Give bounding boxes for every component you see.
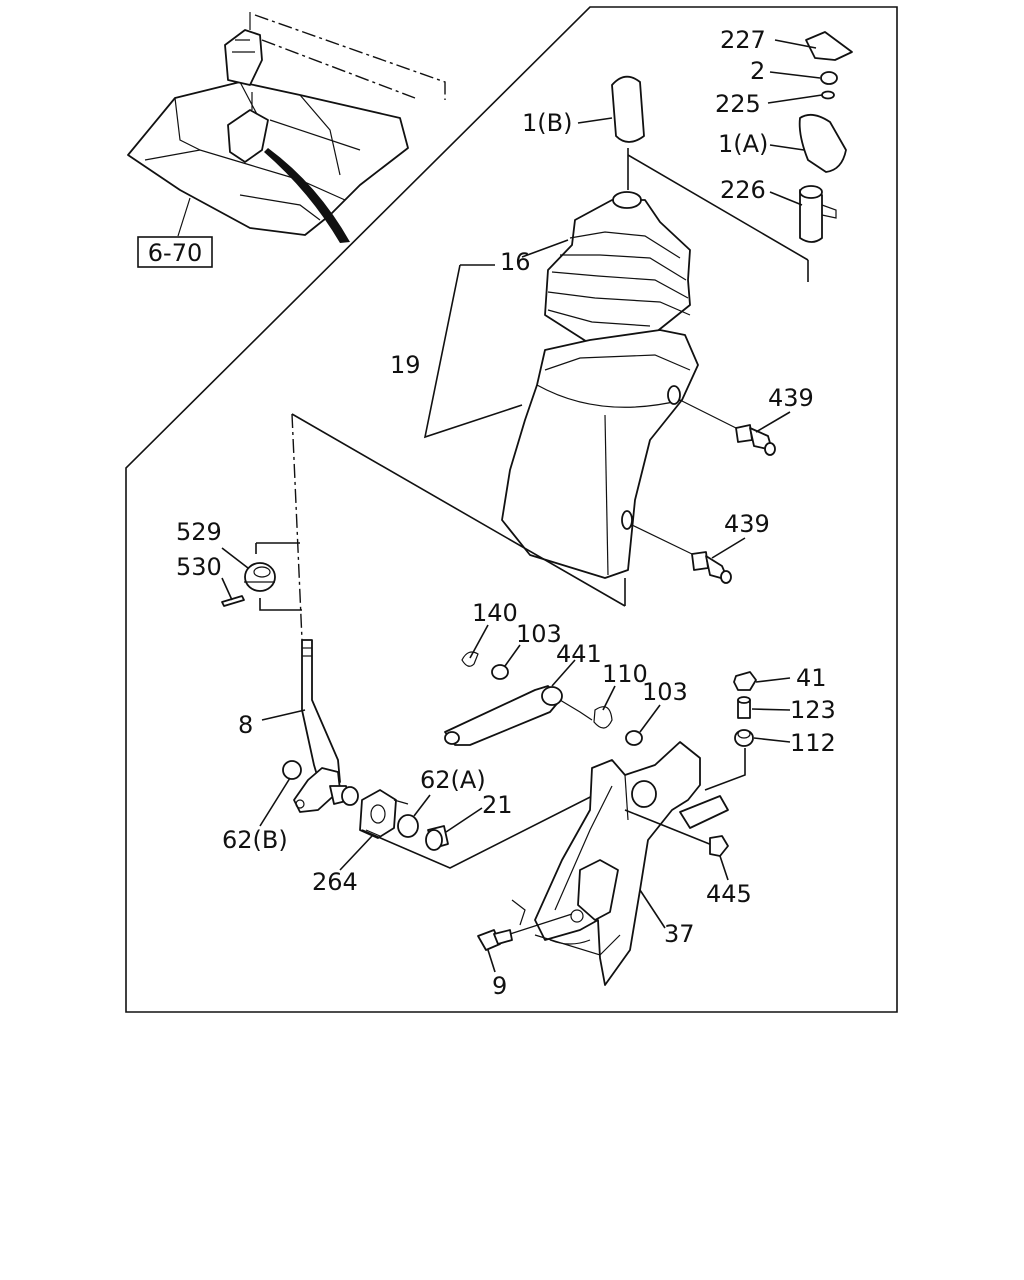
knob-assembly (611, 31, 853, 282)
bracket-37 (511, 741, 729, 986)
grommet-529 (244, 562, 276, 592)
pin-530 (221, 595, 245, 607)
vehicle-floor-inset (127, 12, 446, 243)
callout-140: 140 (472, 599, 518, 627)
callout-441: 441 (556, 640, 602, 668)
callout-2: 2 (750, 57, 765, 85)
plate-264 (359, 789, 409, 839)
bolt-439-upper (679, 399, 776, 456)
callout-264: 264 (312, 868, 358, 896)
callout-19: 19 (390, 351, 421, 379)
callout-1a: 1(A) (718, 130, 768, 158)
boot-housing (423, 191, 699, 579)
callout-1b: 1(B) (522, 109, 572, 137)
callout-62b: 62(B) (222, 826, 288, 854)
callout-16: 16 (500, 248, 531, 276)
callout-37: 37 (664, 920, 695, 948)
callout-530: 530 (176, 553, 222, 581)
callout-103-b: 103 (642, 678, 688, 706)
bushing-62a (397, 814, 419, 838)
callout-110: 110 (602, 660, 648, 688)
arm-441 (444, 685, 593, 746)
callout-227: 227 (720, 26, 766, 54)
callout-226: 226 (720, 176, 766, 204)
callout-9: 9 (492, 972, 507, 1000)
bolt-9 (477, 913, 573, 951)
callout-439-lower: 439 (724, 510, 770, 538)
callout-8: 8 (238, 711, 253, 739)
shift-lever-8 (282, 639, 359, 813)
bushing-103-a (491, 664, 509, 680)
leader-lines (221, 39, 823, 973)
bushing-112 (734, 729, 754, 747)
callout-21: 21 (482, 791, 513, 819)
callout-439-upper: 439 (768, 384, 814, 412)
callout-62a: 62(A) (420, 766, 486, 794)
spring-110 (593, 706, 613, 729)
reference-label: 6-70 (148, 239, 202, 267)
callout-225: 225 (715, 90, 761, 118)
nut-445 (709, 835, 729, 857)
callout-41: 41 (796, 664, 827, 692)
clip-140 (461, 651, 479, 667)
callout-103-a: 103 (516, 620, 562, 648)
callout-112: 112 (790, 729, 836, 757)
reference-box (137, 236, 213, 268)
callout-445: 445 (706, 880, 752, 908)
bushing-103-b (625, 730, 643, 746)
callout-123: 123 (790, 696, 836, 724)
nut-41 (733, 671, 757, 691)
callout-labels: 227 2 225 1(B) 1(A) 226 16 19 439 439 52… (176, 26, 836, 1000)
callout-529: 529 (176, 518, 222, 546)
bolt-439-lower (631, 524, 732, 584)
diagram-frame (125, 6, 898, 1013)
